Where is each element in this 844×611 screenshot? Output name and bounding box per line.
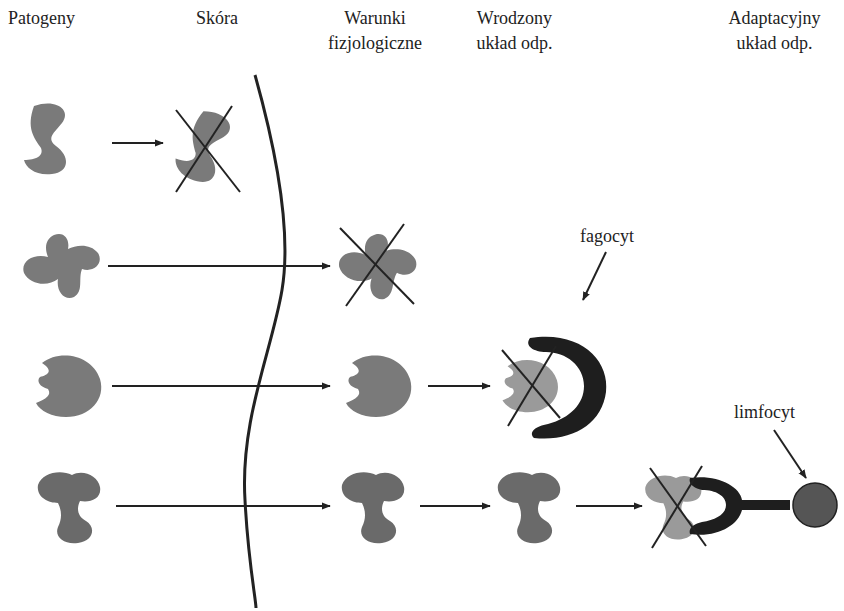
cross-mark xyxy=(340,224,414,306)
callout-label: fagocyt xyxy=(580,224,670,249)
arrow xyxy=(112,385,330,387)
callout-label: limfocyt xyxy=(734,400,829,425)
arrow xyxy=(420,505,490,507)
column-header: Skóra xyxy=(196,6,276,31)
column-header: Wrodzony układ odp. xyxy=(457,6,572,56)
lymphocyte xyxy=(793,483,837,527)
pathogen-row-3 xyxy=(36,356,558,417)
cross-mark xyxy=(650,466,706,548)
column-header: Warunki fizjologiczne xyxy=(315,6,435,56)
arrow xyxy=(428,385,490,387)
pathogen-row-2 xyxy=(23,228,420,304)
leader-line xyxy=(774,430,806,478)
phagocyte xyxy=(528,337,606,439)
pathogen-row-4 xyxy=(38,472,702,543)
leader-line xyxy=(583,252,606,300)
arrow xyxy=(576,505,642,507)
arrow xyxy=(116,505,330,507)
cross-mark xyxy=(176,106,240,192)
cross-mark xyxy=(502,346,560,426)
antibody-receptor xyxy=(690,477,790,535)
column-header: Adaptacyjny układ odp. xyxy=(712,6,837,56)
column-header: Patogeny xyxy=(8,6,118,31)
skin-line xyxy=(244,75,285,608)
arrow xyxy=(108,265,330,267)
arrow xyxy=(112,142,163,144)
